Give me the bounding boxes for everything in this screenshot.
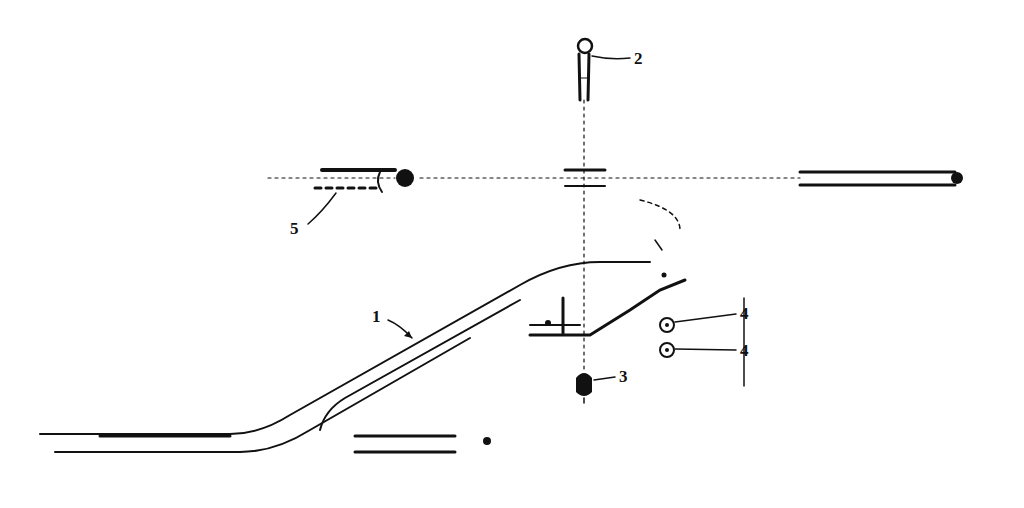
grip — [315, 169, 414, 192]
leader-arrow — [404, 331, 412, 338]
callout-number: 3 — [619, 368, 628, 385]
bolt — [578, 39, 592, 100]
callout-number: 4 — [740, 342, 749, 359]
center-line — [268, 177, 395, 178]
callout-number: 5 — [290, 220, 299, 237]
center-line — [420, 177, 800, 178]
callout-number: 2 — [634, 50, 643, 67]
bracket-plate — [530, 273, 685, 336]
leader-lines — [308, 56, 736, 380]
handle-bar — [565, 170, 963, 186]
washer — [660, 318, 674, 357]
nut — [576, 373, 592, 403]
center-line — [583, 100, 584, 372]
callout-number: 4 — [740, 305, 749, 322]
callout-number: 1 — [372, 308, 381, 325]
frame-tube — [40, 200, 680, 452]
